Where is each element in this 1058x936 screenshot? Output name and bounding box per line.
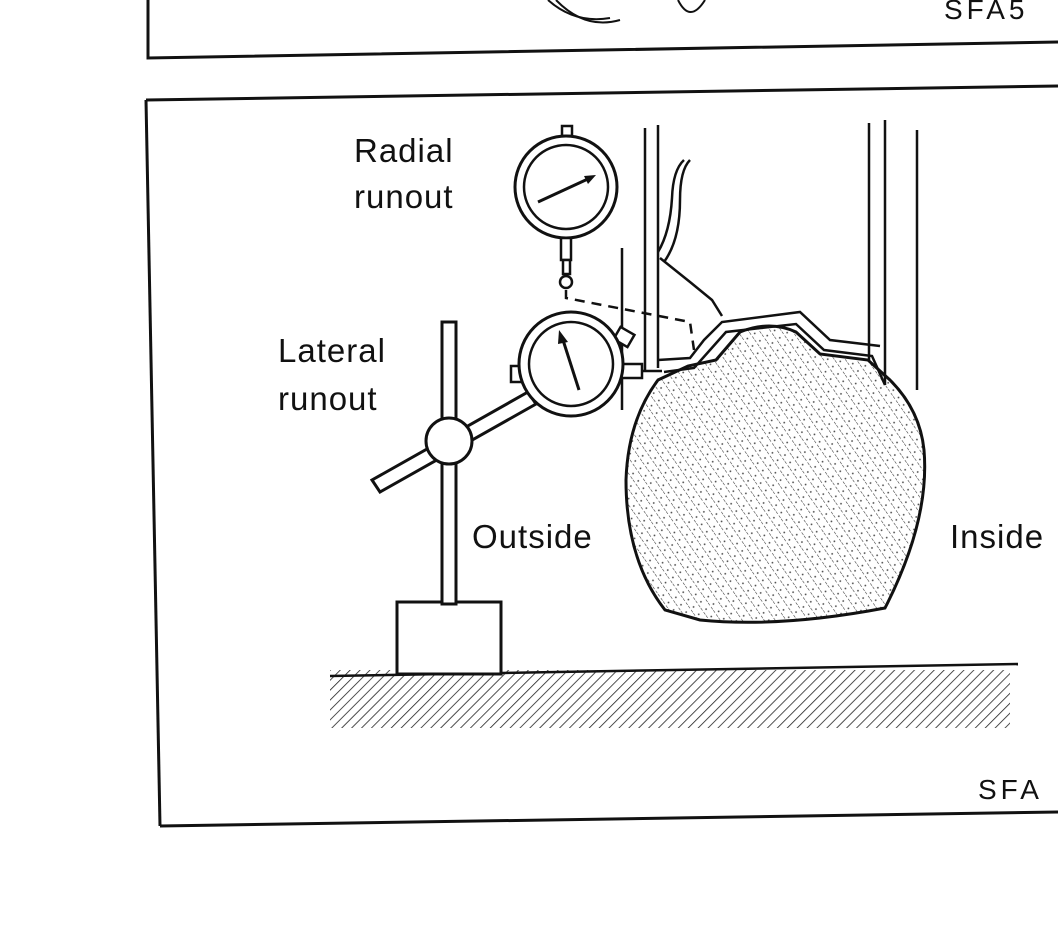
labels: Radial runout Lateral runout Outside Ins… [278, 132, 1044, 805]
top-panel: SFA5 [146, 0, 1058, 60]
ground-surface [329, 662, 1019, 728]
lateral-runout-label-line1: Lateral [278, 332, 386, 369]
lateral-dial-gauge [509, 310, 662, 418]
inside-label: Inside [950, 518, 1044, 555]
top-figure-code: SFA5 [944, 0, 1028, 25]
magnetic-stand [369, 320, 539, 676]
dashed-reference-lines [564, 290, 696, 351]
radial-dial-gauge [513, 124, 619, 290]
lateral-runout-label-line2: runout [278, 380, 378, 417]
wheel-rim [620, 120, 919, 410]
outside-label: Outside [472, 518, 593, 555]
radial-runout-label-line2: runout [354, 178, 454, 215]
radial-runout-label-line1: Radial [354, 132, 454, 169]
main-panel-frame [144, 84, 1058, 828]
tire [624, 324, 927, 624]
main-figure-code: SFA [978, 774, 1043, 805]
